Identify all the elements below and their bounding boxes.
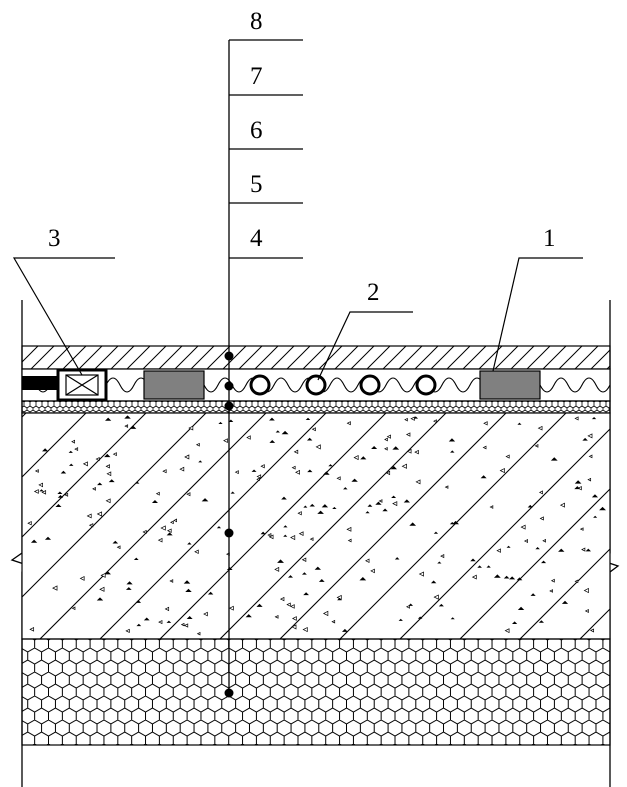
leader-2 — [317, 311, 413, 381]
label-6: 6 — [250, 117, 263, 144]
grey-block-left — [143, 370, 205, 400]
concrete-slab — [21, 412, 611, 640]
connector-bar — [22, 376, 58, 390]
label-4: 4 — [250, 225, 263, 252]
insulation-thin-layer — [21, 400, 611, 414]
junction-box-cross — [65, 374, 99, 396]
label-3: 3 — [48, 225, 61, 252]
label-1: 1 — [543, 225, 556, 252]
pipe-3 — [359, 374, 381, 396]
grey-block-right — [479, 370, 541, 400]
concrete-aggregate — [27, 415, 606, 636]
heating-pipes — [249, 374, 437, 396]
label-5: 5 — [250, 171, 263, 198]
pipe-4 — [415, 374, 437, 396]
measure-point — [224, 351, 234, 361]
measure-point — [224, 381, 234, 391]
leader-3 — [12, 257, 115, 376]
surface-layer — [21, 345, 611, 370]
pipe-1 — [249, 374, 271, 396]
leader-1 — [492, 257, 583, 372]
pipe-2 — [305, 374, 327, 396]
label-8: 8 — [250, 8, 263, 35]
measure-point — [224, 401, 234, 411]
label-2: 2 — [367, 279, 380, 306]
base-hex-layer — [21, 638, 611, 746]
label-7: 7 — [250, 63, 263, 90]
measure-point — [224, 528, 234, 538]
measure-point — [224, 688, 234, 698]
